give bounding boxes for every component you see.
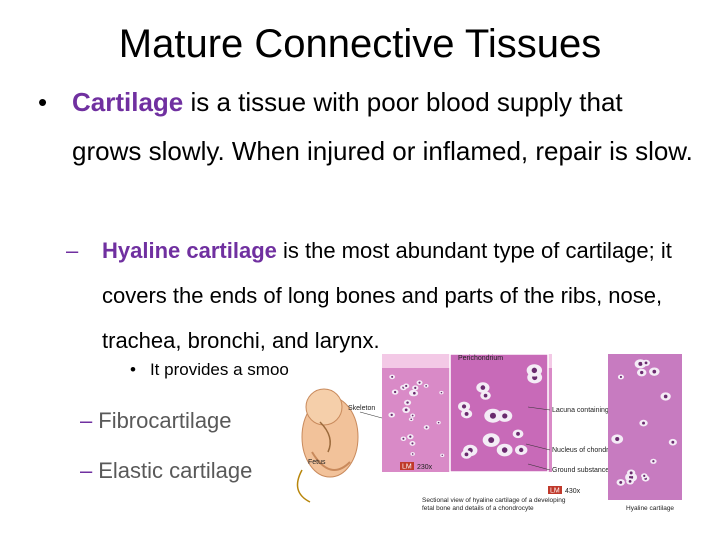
dash-marker: – (80, 458, 93, 483)
figure-caption-line-2: fetal bone and details of a chondrocyte (422, 505, 534, 512)
bullet-cartilage-text: Cartilage is a tissue with poor blood su… (72, 78, 698, 176)
fetus-illustration (296, 388, 359, 503)
sub-bullet-elastic-cartilage: –Elastic cartilage (80, 458, 252, 484)
chondrocyte-nucleus (663, 394, 668, 399)
chondrocyte-nucleus (488, 437, 495, 444)
chondrocyte-nucleus (644, 361, 648, 365)
chondrocyte-nucleus (516, 431, 520, 436)
chondrocyte-nucleus (410, 418, 413, 421)
skeleton-label: Skeleton (348, 405, 375, 412)
lm-badge-1 (400, 462, 414, 470)
fetus-label: Fetus (308, 459, 326, 466)
fibrocartilage-text: Fibrocartilage (98, 408, 232, 433)
bullet-marker-small: • (130, 360, 136, 379)
chondrocyte-nucleus (643, 474, 646, 477)
chondrocyte-nucleus (409, 435, 412, 438)
chondrocyte-nucleus (405, 384, 408, 388)
term-hyaline: Hyaline cartilage (102, 238, 277, 263)
term-cartilage: Cartilage (72, 87, 184, 117)
figure-caption-line-1: Sectional view of hyaline cartilage of a… (422, 497, 566, 504)
chondrocyte-nucleus (629, 471, 633, 475)
ground-substance-label: Ground substance (552, 467, 609, 474)
chondrocyte-nucleus (461, 404, 467, 409)
chondrocyte-nucleus (480, 385, 486, 390)
chondrocyte-nucleus (628, 480, 632, 483)
magnification-2: 430x (565, 488, 581, 495)
bullet-marker: • (38, 87, 48, 117)
chondrocyte-nucleus (413, 391, 416, 395)
chondrocyte-nucleus (418, 381, 421, 384)
chondrocyte-nucleus (411, 453, 414, 455)
sub-sub-bullet-smooth: • It provides a smoo (130, 360, 289, 380)
chondrocyte-nucleus (642, 421, 645, 425)
chondrocyte-nucleus (391, 375, 394, 378)
sub-bullet-fibrocartilage: –Fibrocartilage (80, 408, 232, 434)
chondrocyte-nucleus (390, 413, 393, 417)
chondrocyte-nucleus (638, 361, 643, 366)
chondrocyte-nucleus (531, 367, 538, 374)
chondrocyte-nucleus (441, 454, 443, 457)
sub-bullet-hyaline: – Hyaline cartilage is the most abundant… (66, 228, 696, 363)
nucleus-label: Nucleus of chondrocyte (552, 447, 625, 454)
chondrocyte-nucleus (619, 480, 623, 484)
hyaline-description: is the most abundant type of cartilage; … (102, 238, 672, 353)
chondrocyte-nucleus (464, 452, 469, 457)
smooth-text: It provides a smoo (149, 360, 289, 379)
magnification-1: 230x (417, 464, 433, 471)
dash-marker: – (66, 238, 79, 263)
chondrocyte-nucleus (404, 408, 408, 412)
chondrocyte-nucleus (437, 421, 440, 424)
chondrocyte-nucleus (489, 412, 496, 419)
chondrocyte-nucleus (393, 390, 397, 394)
sub-bullet-hyaline-text: Hyaline cartilage is the most abundant t… (102, 228, 696, 363)
chondrocyte-nucleus (652, 460, 655, 463)
chondrocyte-nucleus (402, 437, 405, 440)
hyaline-cartilage-label: Hyaline cartilage (626, 505, 674, 512)
chondrocyte-nucleus (671, 440, 675, 444)
hyaline-cartilage-figure: Skeleton Fetus LM 230x Perichondrium Lac… (290, 352, 682, 522)
chondrocyte-nucleus (464, 411, 469, 416)
chondrocyte-nucleus (615, 436, 620, 442)
figure-illustration: Skeleton Fetus LM 230x Perichondrium Lac… (296, 353, 682, 512)
chondrocyte-nucleus (502, 413, 508, 419)
elastic-cartilage-text: Elastic cartilage (98, 458, 253, 483)
chondrocyte-nucleus (501, 447, 508, 453)
slide-title: Mature Connective Tissues (118, 22, 602, 66)
lacuna-text: Lacuna containing chondrocyte (552, 407, 649, 414)
lm-label-2: LM (550, 488, 560, 495)
chondrocyte-nucleus (440, 391, 443, 394)
lm-badge-2 (548, 486, 562, 494)
chondrocyte-nucleus (519, 447, 524, 453)
perichondrium-label: Perichondrium (458, 355, 503, 362)
chondrocyte-nucleus (411, 414, 414, 417)
chondrocyte-nucleus (414, 386, 417, 389)
bullet-cartilage: • Cartilage is a tissue with poor blood … (38, 78, 698, 176)
chondrocyte-nucleus (406, 401, 409, 404)
chondrocyte-nucleus (652, 369, 657, 374)
chondrocyte-nucleus (640, 370, 644, 375)
chondrocyte-nucleus (411, 442, 414, 445)
chondrocyte-nucleus (619, 375, 623, 379)
cartilage-description: is a tissue with poor blood supply that … (72, 87, 693, 166)
chondrocyte-nucleus (425, 385, 428, 387)
lacuna-label: Lacuna containing chondrocyte (552, 407, 649, 414)
lm-label-1: LM (402, 464, 412, 471)
chondrocyte-nucleus (425, 426, 428, 429)
chondrocyte-nucleus (483, 393, 488, 398)
dash-marker: – (80, 408, 93, 433)
